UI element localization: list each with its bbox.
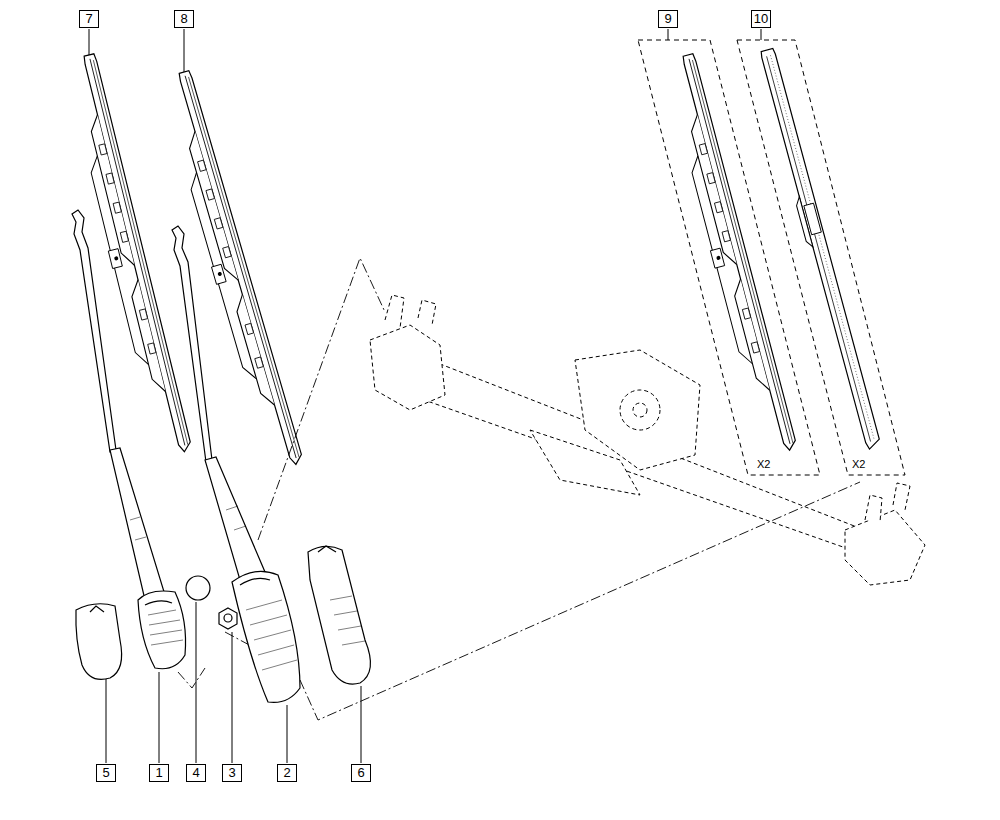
quantity-label: X2 <box>756 458 771 471</box>
arm-covers <box>76 546 371 684</box>
wiper-arms <box>72 210 300 702</box>
callout-number: 5 <box>96 764 116 782</box>
callout-number: 8 <box>174 10 194 28</box>
callout-number: 4 <box>186 764 206 782</box>
quantity-label: X2 <box>851 458 866 471</box>
arm-texture <box>130 506 297 670</box>
callout-number: 9 <box>658 10 678 28</box>
callout-number: 3 <box>222 764 242 782</box>
assembly-lines <box>178 258 860 720</box>
nut-and-cap <box>186 576 237 629</box>
leader-lines <box>89 29 761 763</box>
callout-number: 6 <box>351 764 371 782</box>
callout-number: 10 <box>751 10 771 28</box>
callout-number: 1 <box>149 764 169 782</box>
wiper-linkage <box>370 295 925 585</box>
callout-number: 2 <box>277 764 297 782</box>
callout-number: 7 <box>79 10 99 28</box>
